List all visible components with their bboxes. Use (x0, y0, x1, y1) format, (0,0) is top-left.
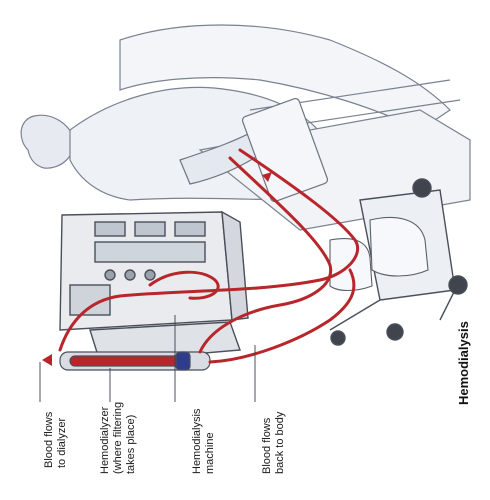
label-machine: Hemodialysis machine (191, 408, 216, 474)
label-line: Blood flows (43, 411, 55, 468)
label-line: machine (204, 432, 216, 474)
figure-title: Hemodialysis (456, 321, 471, 405)
arrow-icon (42, 354, 52, 366)
dialyzer-blood-chamber (70, 356, 180, 366)
machine-panel (95, 242, 205, 262)
label-line: (where filtering (112, 402, 124, 474)
machine-knob (125, 270, 135, 280)
machine-knob (105, 270, 115, 280)
machine-display (135, 222, 165, 236)
label-line: takes place) (125, 415, 137, 474)
machine-display (95, 222, 125, 236)
machine-display (175, 222, 205, 236)
machine-knob (145, 270, 155, 280)
hemodialysis-machine (60, 212, 248, 362)
label-line: to dialyzer (56, 418, 68, 468)
cart-wheel (449, 276, 467, 294)
label-line: Blood flows (261, 417, 273, 474)
label-line: back to body (274, 411, 286, 474)
title-text: Hemodialysis (456, 321, 471, 405)
cart-wheel (413, 179, 431, 197)
label-line: Hemodialyzer (99, 406, 111, 474)
hemodialyzer (60, 352, 210, 370)
label-blood-to-body: Blood flows back to body (261, 411, 286, 474)
cart-wheel (331, 331, 345, 345)
label-hemodialyzer: Hemodialyzer (where filtering takes plac… (99, 402, 137, 474)
cart-wheel (387, 324, 403, 340)
label-blood-to-dialyzer: Blood flows to dialyzer (43, 411, 68, 468)
label-line: Hemodialysis (191, 408, 203, 474)
dialyzer-cap (176, 352, 190, 370)
patient-head (21, 115, 74, 168)
